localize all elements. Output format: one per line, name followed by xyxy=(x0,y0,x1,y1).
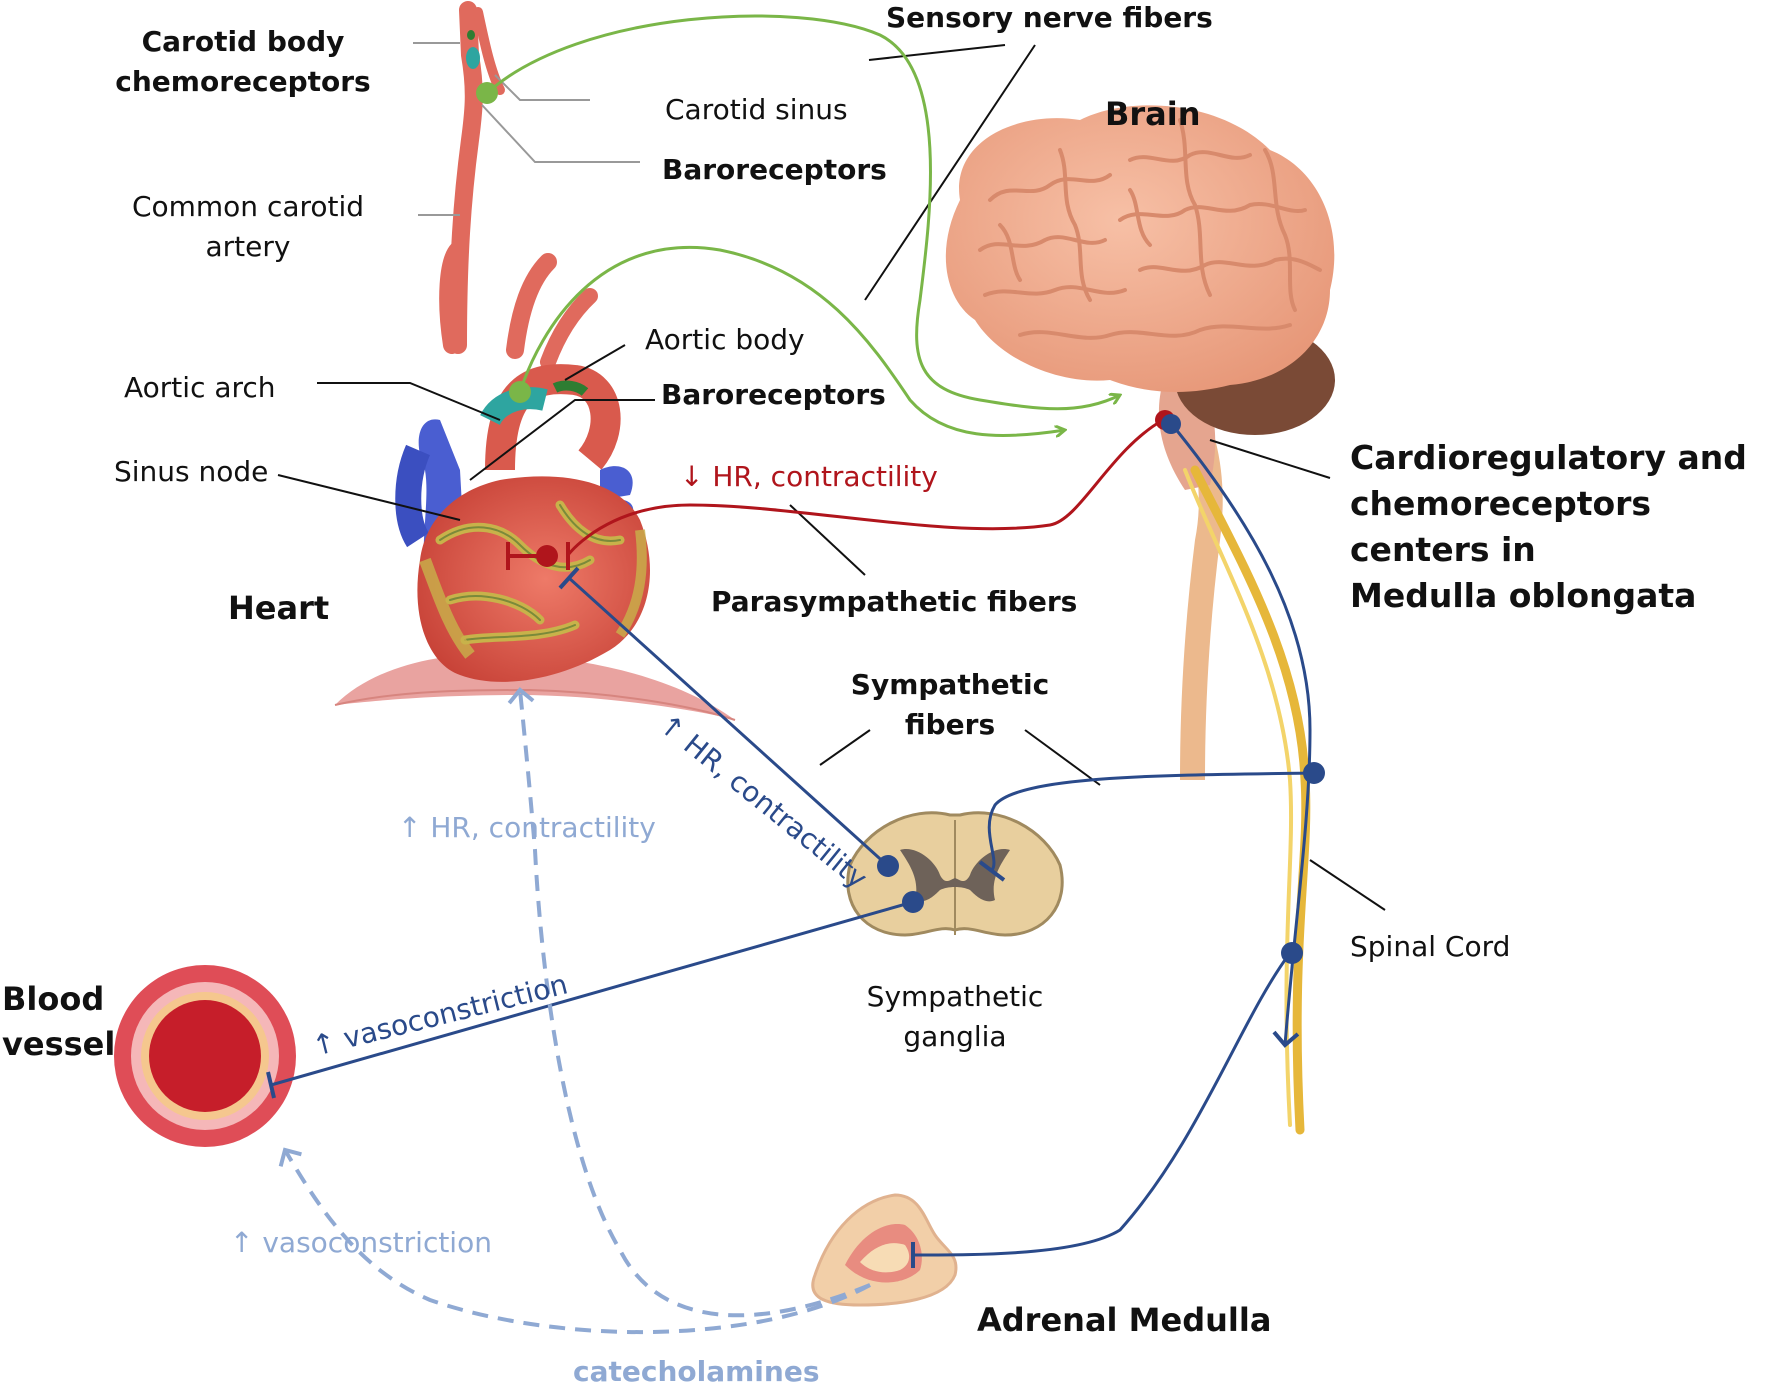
leader-lines xyxy=(277,42,1386,911)
brain-label: Brain xyxy=(1105,95,1201,133)
sympathetic-fibers xyxy=(266,421,1315,1268)
parasympathetic-label: Parasympathetic fibers xyxy=(711,585,1078,618)
aortic-receptor-dot xyxy=(509,381,531,403)
sensory-fiber-carotid xyxy=(486,14,1120,411)
spinal-to-ganglion-fiber xyxy=(987,771,1315,871)
catecholamines-label: catecholamines xyxy=(573,1355,820,1388)
sensory-fibers-label: Sensory nerve fibers xyxy=(886,1,1213,34)
spinal-descending-tract xyxy=(1168,421,1312,1048)
sinus-node-dot xyxy=(536,545,558,567)
baroreceptors-carotid-label: Baroreceptors xyxy=(662,153,887,186)
sinus-node-label: Sinus node xyxy=(114,455,269,488)
heart-label: Heart xyxy=(228,589,330,627)
ganglion-to-vessel-fiber xyxy=(270,900,914,1087)
spinal-to-adrenal-fiber xyxy=(912,952,1292,1257)
carotid-receptor-dot xyxy=(476,82,498,104)
brain-illustration xyxy=(945,105,1335,780)
spinal-cord-label: Spinal Cord xyxy=(1350,930,1511,963)
vasoconstriction-hormonal-label: ↑ vasoconstriction xyxy=(230,1226,492,1259)
catecholamine-to-heart xyxy=(507,687,871,1318)
carotid-body-label: Carotid body chemoreceptors xyxy=(115,25,371,98)
sympathetic-ganglia-label: Sympathetic ganglia xyxy=(866,980,1044,1053)
aortic-arch-label: Aortic arch xyxy=(124,371,276,404)
medulla-centers-label: Cardioregulatory and chemoreceptors cent… xyxy=(1350,438,1747,615)
carotid-artery-illustration xyxy=(449,1,505,354)
sympathetic-ganglia-illustration xyxy=(846,811,1064,937)
carotid-sinus-label: Carotid sinus xyxy=(665,93,848,126)
aortic-body-label: Aortic body xyxy=(645,323,805,356)
sympathetic-fibers-label: Sympathetic fibers xyxy=(850,668,1050,741)
catecholamine-to-vessel xyxy=(278,1147,871,1335)
sensory-fiber-aortic xyxy=(518,246,1065,435)
parasympathetic-fiber xyxy=(566,418,1164,556)
ganglion-to-heart-fiber xyxy=(567,576,890,868)
blood-vessel-illustration xyxy=(114,965,296,1147)
hr-decrease-label: ↓ HR, contractility xyxy=(680,460,938,493)
hr-increase-hormonal-label: ↑ HR, contractility xyxy=(398,811,656,844)
common-carotid-label: Common carotid artery xyxy=(131,190,365,263)
catecholamine-pathways xyxy=(278,687,871,1335)
baroreceptors-aortic-label: Baroreceptors xyxy=(661,378,886,411)
blood-vessel-label: Blood vessel xyxy=(2,980,116,1063)
sensory-fibers xyxy=(476,14,1120,436)
adrenal-medulla-label: Adrenal Medulla xyxy=(977,1301,1272,1339)
sympathetic-synapse-dots xyxy=(877,414,1325,964)
adrenal-medulla-illustration xyxy=(811,1193,958,1307)
heart-illustration xyxy=(395,241,650,682)
spinal-cord-illustration xyxy=(1183,465,1311,1135)
